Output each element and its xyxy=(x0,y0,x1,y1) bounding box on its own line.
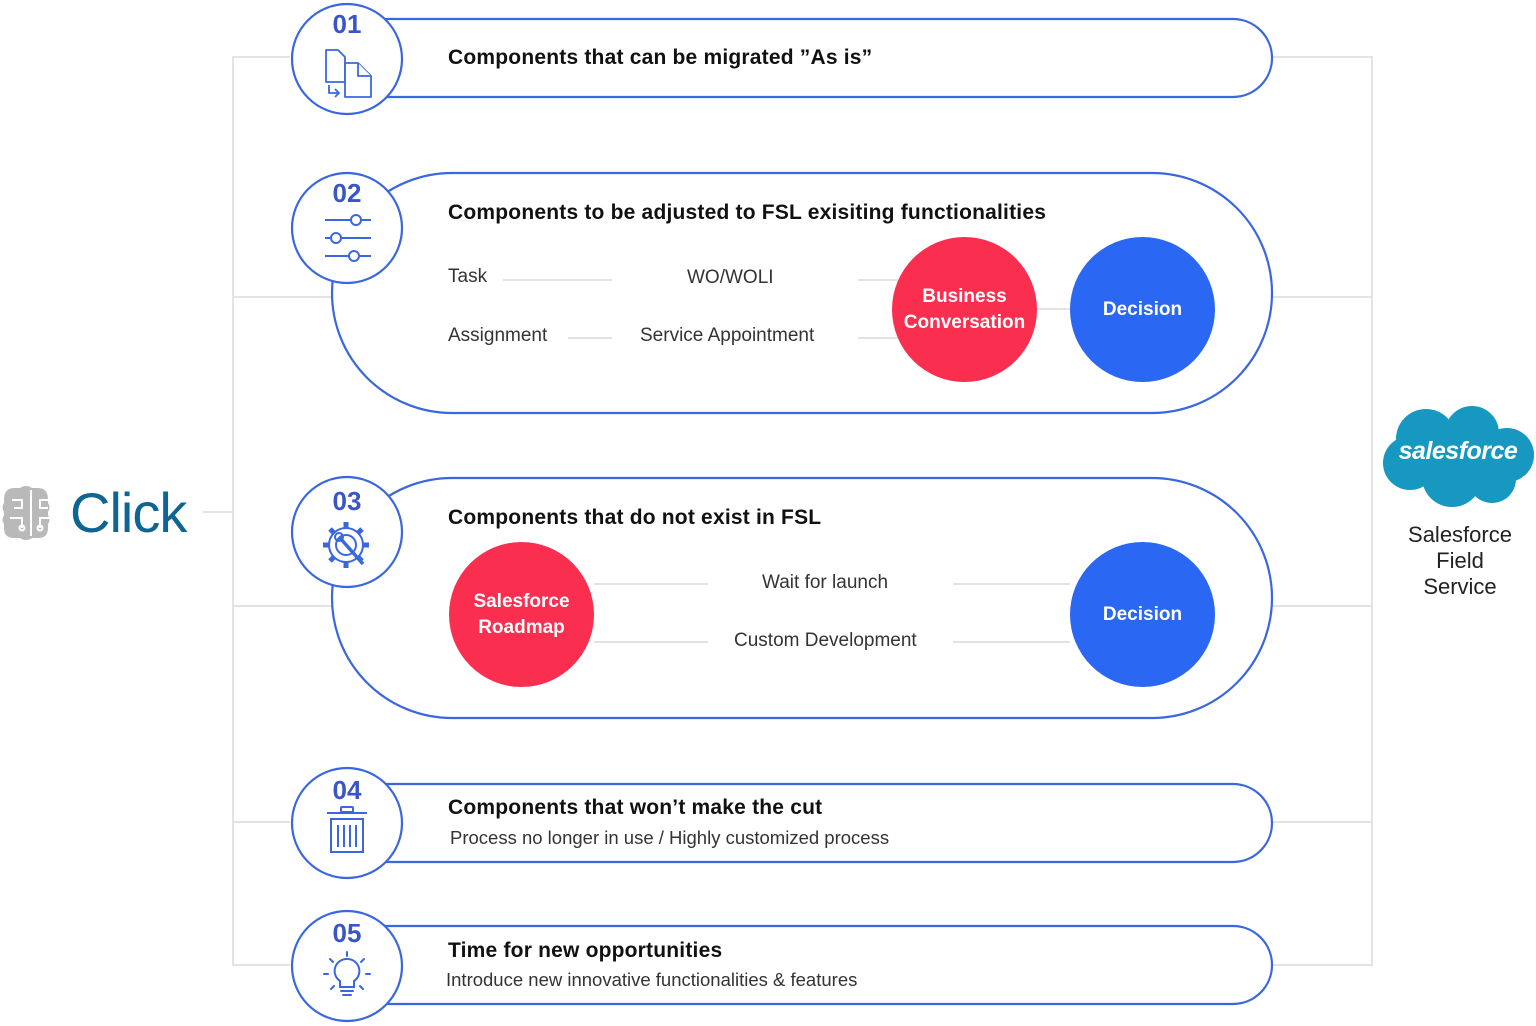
decision-node: Decision xyxy=(1070,237,1215,382)
step-2-pill xyxy=(330,171,1274,415)
node-label: Salesforce Roadmap xyxy=(473,590,570,638)
sliders-icon xyxy=(325,214,371,262)
step-5-subtitle: Introduce new innovative functionalities… xyxy=(446,969,858,990)
step-3-pill xyxy=(330,476,1274,720)
step-4-number: 04 xyxy=(332,775,362,805)
step-5-badge xyxy=(290,909,404,1023)
gear-wrench-icon xyxy=(323,522,369,568)
step-4-subtitle: Process no longer in use / Highly custom… xyxy=(450,827,890,848)
step-2-badge xyxy=(290,171,404,285)
step-4-badge xyxy=(290,766,404,880)
salesforce-roadmap-node: Salesforce Roadmap xyxy=(449,542,594,687)
step-2-number: 02 xyxy=(332,178,362,208)
salesforce-logo-text: salesforce xyxy=(1398,437,1518,465)
connector-lines xyxy=(203,56,1373,966)
decision-node: Decision xyxy=(1070,542,1215,687)
mapping-to-label: WO/WOLI xyxy=(687,267,774,288)
click-logo-text: Click xyxy=(70,481,187,544)
salesforce-caption: Salesforce Field Service xyxy=(1370,522,1536,600)
step-3-number: 03 xyxy=(332,486,362,516)
trash-icon xyxy=(327,806,367,853)
salesforce-cloud-logo xyxy=(1383,406,1534,507)
caption-line: Field xyxy=(1436,548,1484,573)
option-label: Custom Development xyxy=(734,630,917,651)
copy-files-icon xyxy=(325,49,372,98)
node-label: Business Conversation xyxy=(903,285,1026,333)
caption-line: Salesforce xyxy=(1408,522,1512,547)
mapping-to-label: Service Appointment xyxy=(640,325,815,346)
caption-line: Service xyxy=(1423,574,1497,599)
mapping-from-label: Assignment xyxy=(448,325,548,346)
step-1-badge xyxy=(290,2,404,116)
step-5-pill xyxy=(298,924,1274,1006)
step-5-title: Time for new opportunities xyxy=(448,939,723,962)
option-label: Wait for launch xyxy=(762,572,889,593)
lightbulb-icon xyxy=(323,951,371,996)
mapping-from-label: Task xyxy=(448,266,488,287)
step-5-number: 05 xyxy=(332,918,362,948)
brain-logo-icon xyxy=(2,486,52,540)
step-1-title: Components that can be migrated ”As is” xyxy=(448,46,873,69)
node-label: Decision xyxy=(1102,298,1183,320)
node-label: Decision xyxy=(1102,603,1183,625)
step-2-title: Components to be adjusted to FSL exisiti… xyxy=(448,201,1047,224)
business-conversation-node: Business Conversation xyxy=(892,237,1037,382)
step-3-badge xyxy=(290,475,404,589)
step-4-title: Components that won’t make the cut xyxy=(448,796,823,819)
step-1-number: 01 xyxy=(332,9,362,39)
step-3-title: Components that do not exist in FSL xyxy=(448,506,822,529)
